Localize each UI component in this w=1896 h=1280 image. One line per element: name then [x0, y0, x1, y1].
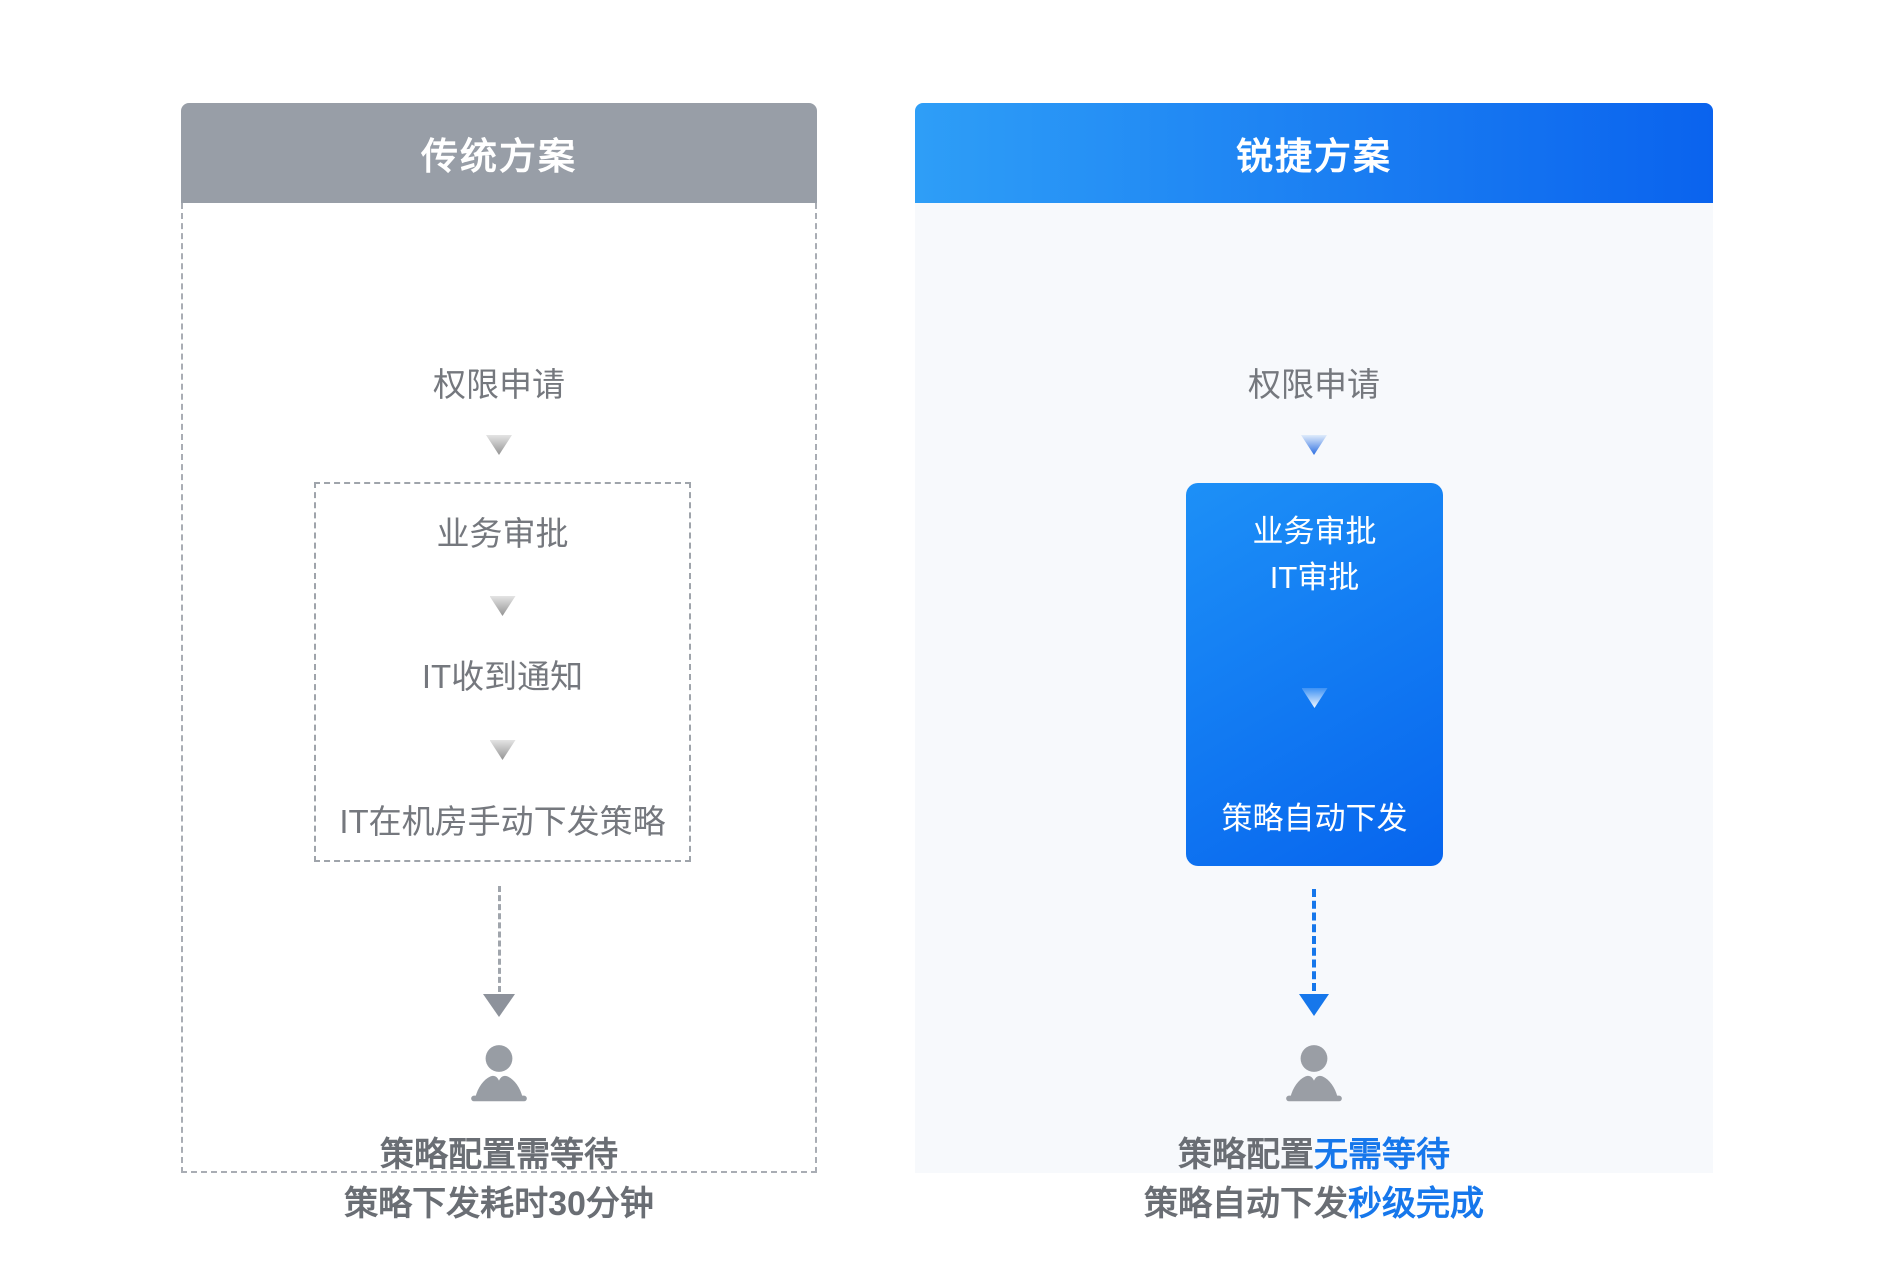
traditional-panel: 传统方案 权限申请 业务审批 IT收到通知 IT在机房手动下发策略	[181, 103, 817, 1223]
arrow-down-icon	[486, 435, 512, 455]
ruijie-result-line2-highlight: 秒级完成	[1348, 1185, 1484, 1223]
arrow-head-icon	[483, 994, 515, 1017]
traditional-step-request: 权限申请	[433, 366, 565, 403]
dashed-connector	[497, 886, 501, 992]
traditional-panel-title: 传统方案	[421, 136, 577, 177]
ruijie-result-line2: 策略自动下发秒级完成	[915, 1183, 1713, 1225]
ruijie-auto-box: 业务审批 IT审批 策略自动下发	[1186, 483, 1443, 866]
dashed-connector	[1312, 889, 1316, 991]
ruijie-result-line1-prefix: 策略配置	[1178, 1136, 1314, 1174]
ruijie-box-line2: IT审批	[1269, 560, 1360, 595]
person-icon	[466, 1045, 532, 1105]
traditional-panel-header: 传统方案	[181, 103, 817, 203]
arrow-down-icon	[489, 740, 516, 760]
traditional-box-step-1: 业务审批	[436, 515, 569, 552]
ruijie-step-request: 权限申请	[1248, 366, 1380, 403]
arrow-down-icon	[1301, 435, 1327, 455]
person-icon	[1281, 1045, 1347, 1105]
traditional-panel-body: 权限申请 业务审批 IT收到通知 IT在机房手动下发策略 策略配置需等待 策略下…	[181, 203, 817, 1223]
traditional-box-step-2: IT收到通知	[421, 658, 584, 695]
ruijie-panel-body: 权限申请 业务审批 IT审批 策略自动下发 策略配置无需等待	[915, 203, 1713, 1223]
ruijie-result-line1: 策略配置无需等待	[915, 1134, 1713, 1176]
traditional-result-line2: 策略下发耗时30分钟	[344, 1185, 654, 1223]
traditional-box-step-3: IT在机房手动下发策略	[339, 803, 666, 840]
ruijie-result-line1-highlight: 无需等待	[1314, 1136, 1450, 1174]
ruijie-box-line3: 策略自动下发	[1221, 801, 1408, 836]
ruijie-panel-title: 锐捷方案	[1236, 136, 1392, 177]
arrow-down-icon	[489, 596, 516, 616]
arrow-down-icon	[1301, 688, 1328, 708]
traditional-inner-box: 业务审批 IT收到通知 IT在机房手动下发策略	[314, 482, 691, 862]
ruijie-result-line2-prefix: 策略自动下发	[1144, 1185, 1348, 1223]
arrow-head-icon	[1299, 994, 1329, 1016]
traditional-result-line1: 策略配置需等待	[380, 1136, 618, 1174]
ruijie-panel-header: 锐捷方案	[915, 103, 1713, 203]
ruijie-box-line1: 业务审批	[1252, 514, 1377, 549]
ruijie-panel: 锐捷方案 权限申请 业务审批 IT审批 策略自动下发 策略配	[915, 103, 1713, 1223]
